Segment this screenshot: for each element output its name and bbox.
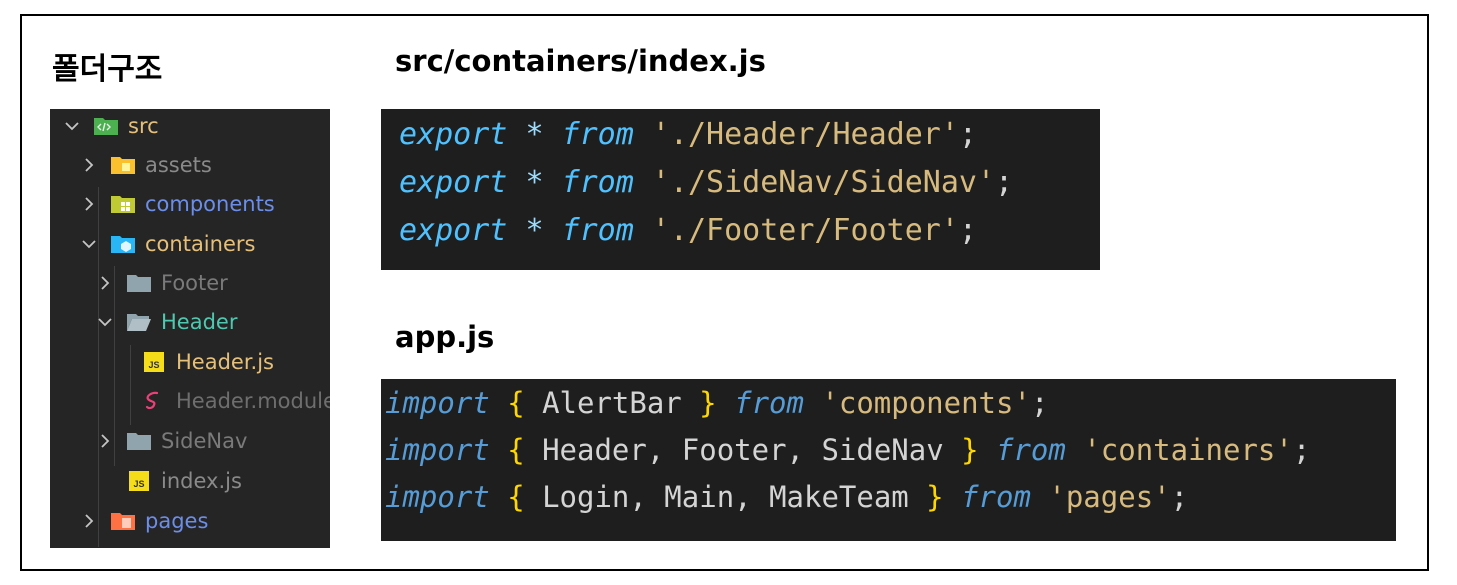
- close-brace: }: [699, 386, 717, 420]
- explorer-item-components[interactable]: components: [50, 185, 330, 223]
- index-file-title: src/containers/index.js: [395, 44, 766, 78]
- imported-names: AlertBar: [542, 386, 682, 420]
- explorer-item-label: Header: [161, 310, 238, 334]
- semicolon: ;: [995, 164, 1014, 200]
- folder-structure-title: 폴더구조: [52, 52, 163, 87]
- module-string: 'components': [821, 386, 1031, 420]
- explorer-item-label: assets: [145, 153, 212, 177]
- app-js-code-panel: import { AlertBar} from 'components'; imp…: [381, 379, 1396, 541]
- module-path-string: './Header/Header': [651, 116, 959, 152]
- code-line: import { Header, Footer, SideNav} from 'c…: [385, 428, 1310, 472]
- explorer-item-header-js[interactable]: JS Header.js: [50, 343, 330, 381]
- module-path-string: './Footer/Footer': [651, 212, 959, 248]
- svg-text:JS: JS: [133, 479, 144, 489]
- explorer-item-label: pages: [145, 509, 209, 533]
- chevron-right-icon: [97, 430, 113, 452]
- explorer-item-assets[interactable]: assets: [50, 146, 330, 184]
- from-keyword: from: [561, 116, 634, 152]
- js-file-icon: JS: [140, 350, 168, 374]
- from-keyword: from: [734, 386, 804, 420]
- file-explorer: src assets components containers Footer …: [50, 109, 330, 548]
- app-file-title: app.js: [395, 320, 495, 354]
- star-operator: *: [525, 116, 544, 152]
- indent-guide: [130, 345, 131, 425]
- export-keyword: export: [399, 164, 508, 200]
- star-operator: *: [525, 164, 544, 200]
- js-file-icon: JS: [125, 469, 153, 493]
- chevron-right-icon: [97, 272, 113, 294]
- explorer-item-pages[interactable]: pages: [50, 502, 330, 540]
- folder-assets-icon: [109, 153, 137, 177]
- semicolon: ;: [958, 212, 977, 248]
- chevron-down-icon: [64, 115, 80, 137]
- semicolon: ;: [1170, 480, 1189, 514]
- code-line: export * from './SideNav/SideNav';: [399, 160, 1013, 204]
- sass-file-icon: [140, 389, 168, 413]
- from-keyword: from: [561, 164, 634, 200]
- module-path-string: './SideNav/SideNav': [651, 164, 996, 200]
- import-keyword: import: [385, 480, 490, 514]
- imported-names: Header, Footer, SideNav: [542, 433, 944, 467]
- chevron-right-icon: [81, 154, 97, 176]
- explorer-item-label: Footer: [161, 271, 228, 295]
- code-line: import { AlertBar} from 'components';: [385, 381, 1048, 425]
- explorer-item-label: components: [145, 192, 275, 216]
- explorer-item-label: index.js: [161, 469, 242, 493]
- explorer-item-label: Header.module: [176, 389, 330, 413]
- folder-src-icon: [92, 114, 120, 138]
- from-keyword: from: [996, 433, 1066, 467]
- module-string: 'pages': [1048, 480, 1171, 514]
- explorer-item-src[interactable]: src: [50, 109, 330, 145]
- indent-guide: [98, 187, 99, 547]
- star-operator: *: [525, 212, 544, 248]
- module-string: 'containers': [1083, 433, 1293, 467]
- semicolon: ;: [1030, 386, 1049, 420]
- import-keyword: import: [385, 386, 490, 420]
- from-keyword: from: [961, 480, 1031, 514]
- folder-icon: [125, 429, 153, 453]
- chevron-down-icon: [97, 311, 113, 333]
- imported-names: Login, Main, MakeTeam: [542, 480, 909, 514]
- explorer-item-label: src: [128, 114, 159, 138]
- folder-components-icon: [109, 192, 137, 216]
- explorer-item-index-js[interactable]: JS index.js: [50, 462, 330, 500]
- code-line: import { Login, Main, MakeTeam} from 'pag…: [385, 475, 1188, 519]
- explorer-item-containers[interactable]: containers: [50, 225, 330, 263]
- open-brace: {: [507, 480, 525, 514]
- folder-open-icon: [125, 310, 153, 334]
- open-brace: {: [507, 433, 525, 467]
- indent-guide: [114, 266, 115, 466]
- semicolon: ;: [958, 116, 977, 152]
- folder-containers-icon: [109, 232, 137, 256]
- export-keyword: export: [399, 212, 508, 248]
- close-brace: }: [926, 480, 944, 514]
- import-keyword: import: [385, 433, 490, 467]
- explorer-item-header[interactable]: Header: [50, 303, 330, 341]
- code-line: export * from './Footer/Footer';: [399, 208, 977, 252]
- explorer-item-footer[interactable]: Footer: [50, 264, 330, 302]
- from-keyword: from: [561, 212, 634, 248]
- chevron-right-icon: [81, 193, 97, 215]
- open-brace: {: [507, 386, 525, 420]
- explorer-item-label: SideNav: [161, 429, 248, 453]
- explorer-item-sidenav[interactable]: SideNav: [50, 422, 330, 460]
- index-js-code-panel: export * from './Header/Header'; export …: [381, 109, 1100, 270]
- svg-text:JS: JS: [148, 360, 159, 370]
- chevron-down-icon: [81, 233, 97, 255]
- close-brace: }: [961, 433, 979, 467]
- code-line: export * from './Header/Header';: [399, 112, 977, 156]
- folder-icon: [125, 271, 153, 295]
- folder-pages-icon: [109, 509, 137, 533]
- explorer-item-label: containers: [145, 232, 256, 256]
- explorer-item-label: Header.js: [176, 350, 274, 374]
- chevron-right-icon: [81, 510, 97, 532]
- explorer-item-header-module[interactable]: Header.module: [50, 382, 330, 420]
- semicolon: ;: [1292, 433, 1311, 467]
- export-keyword: export: [399, 116, 508, 152]
